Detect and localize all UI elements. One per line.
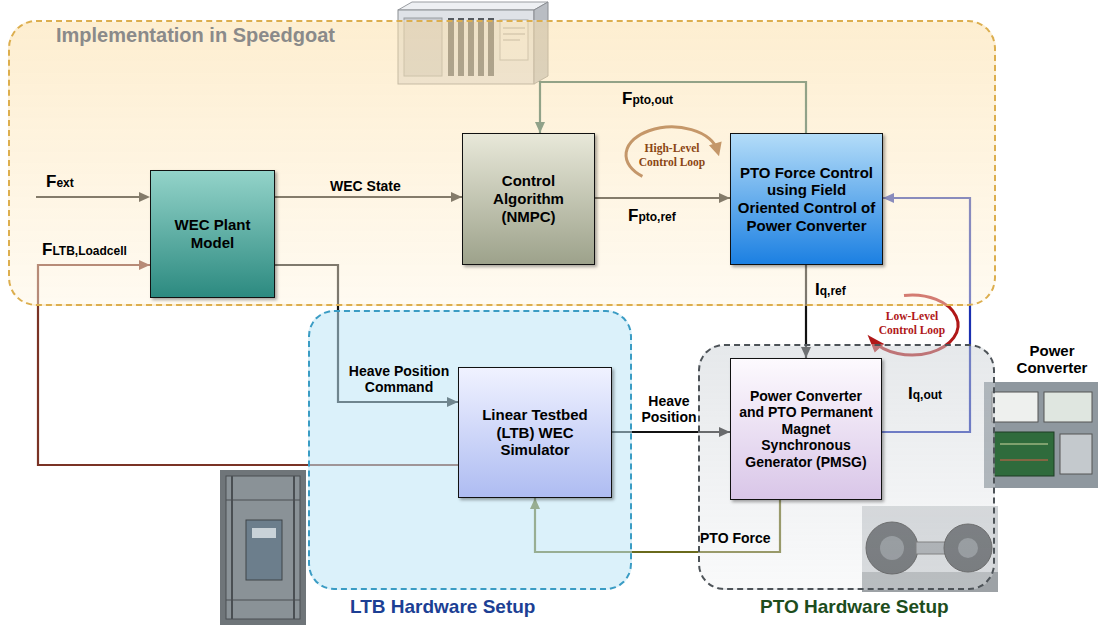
box-text: Linear Testbed (LTB) WEC Simulator (465, 406, 605, 459)
photo-board (992, 392, 1038, 422)
region-band: PTO Hardware SetupPower Converter and PT… (698, 344, 995, 590)
edge-label: WEC State (330, 178, 401, 194)
box-text: Power Converter and PTO Permanent Magnet… (737, 388, 875, 471)
edge-label: FLTB,Loadcell (42, 240, 127, 260)
signal-label: Fext (46, 172, 74, 192)
process-box: PTO Force Control using Field Oriented C… (730, 133, 883, 265)
photo-wire (1000, 460, 1048, 461)
region-title: LTB Hardware Setup (350, 596, 535, 618)
box-text: PTO Force Control using Field Oriented C… (737, 164, 876, 235)
edge-label: Fpto,out (622, 89, 673, 109)
photo-rail (293, 476, 295, 619)
region-band: Implementation in SpeedgoatWEC Plant Mod… (8, 20, 996, 306)
photo-wire (1000, 444, 1048, 445)
photo-module (1060, 434, 1092, 474)
photo-ground (984, 382, 1098, 488)
process-box: Linear Testbed (LTB) WEC Simulator (458, 367, 612, 498)
photo-bar (226, 600, 300, 601)
device-top (398, 2, 548, 10)
edge-label: Heave Position Command (344, 363, 454, 395)
ltb-photo (220, 470, 306, 625)
box-text: Control Algorithm (NMPC) (469, 172, 588, 225)
photo-bar (226, 500, 300, 501)
signal-label: Power Converter (1008, 342, 1096, 377)
edge-label: Iq,ref (815, 280, 846, 300)
photo-frame (226, 476, 300, 619)
box-text: WEC Plant Model (157, 216, 268, 251)
photo-pcb (994, 432, 1054, 476)
edge-label: Heave Position (632, 393, 706, 425)
process-box: Power Converter and PTO Permanent Magnet… (730, 358, 882, 500)
photo-cabinet (246, 520, 282, 580)
photo-board (1044, 392, 1092, 422)
power-converter-photo (984, 382, 1098, 488)
region-band: LTB Hardware SetupLinear Testbed (LTB) W… (308, 310, 632, 590)
photo-rail (231, 476, 233, 619)
signal-label: High-Level Control Loop (635, 141, 709, 169)
signal-label: Low-Level Control Loop (875, 309, 949, 337)
region-title: Implementation in Speedgoat (56, 24, 335, 47)
region-title: PTO Hardware Setup (760, 596, 949, 618)
edge-label: Iq,out (908, 384, 942, 404)
edge-label: PTO Force (700, 530, 771, 546)
photo-ground (220, 470, 306, 625)
edge-label: Fpto,ref (628, 206, 676, 226)
process-box: Control Algorithm (NMPC) (462, 133, 595, 265)
process-box: WEC Plant Model (150, 170, 275, 298)
photo-sign (252, 528, 276, 538)
